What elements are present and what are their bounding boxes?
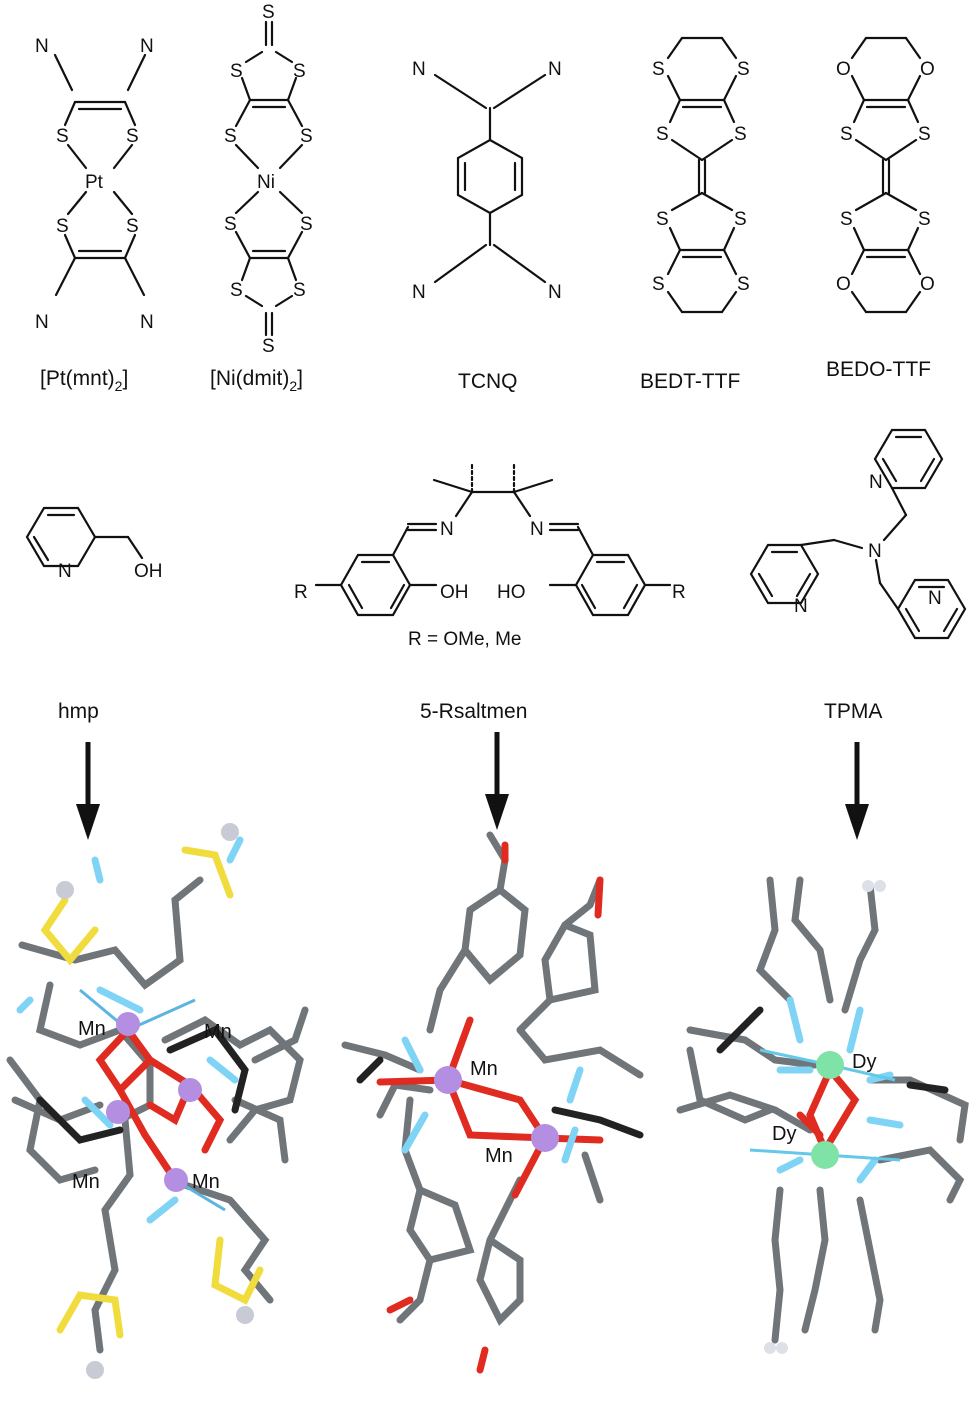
caption-pt-mnt: [Pt(mnt)2] <box>40 367 128 394</box>
atom-s: S <box>126 216 139 237</box>
atom-ho: HO <box>497 582 526 603</box>
atom-s: S <box>840 209 853 230</box>
atom-n: N <box>548 282 562 303</box>
atom-ni: Ni <box>257 172 275 193</box>
tpma-structure: N N N N TPMA <box>749 428 967 723</box>
pt-mnt-structure: N N S S Pt S S N N [Pt(mnt)2] <box>35 36 154 394</box>
atom-s: S <box>734 209 747 230</box>
atom-o: O <box>836 59 851 80</box>
atom-pt: Pt <box>85 172 104 193</box>
atom-s: S <box>262 2 275 23</box>
atom-n: N <box>412 59 426 80</box>
caption-ni-dmit: [Ni(dmit)2] <box>210 367 303 394</box>
atom-n: N <box>35 312 49 333</box>
atom-s: S <box>737 274 750 295</box>
atom-s: S <box>734 124 747 145</box>
atom-o: O <box>836 274 851 295</box>
mn-label: Mn <box>204 1021 232 1043</box>
atom-s: S <box>656 209 669 230</box>
atom-oh: OH <box>440 582 469 603</box>
atom-n: N <box>530 519 544 540</box>
atom-s: S <box>126 126 139 147</box>
atom-s: S <box>652 59 665 80</box>
atom-n: N <box>140 36 154 57</box>
bedo-ttf-structure: O O S S S S O O BEDO-TTF <box>826 36 935 381</box>
atom-s: S <box>224 126 237 147</box>
atom-n: N <box>794 596 808 617</box>
atom-o: O <box>920 59 935 80</box>
hmp-structure: N OH hmp <box>25 506 163 723</box>
saltmen-structure: N N OH HO R R R = OMe, Me 5-Rsaltmen <box>294 460 686 723</box>
caption-tpma: TPMA <box>824 700 882 723</box>
caption-bedo-ttf: BEDO-TTF <box>826 358 931 381</box>
atom-n: N <box>928 588 942 609</box>
atom-n: N <box>869 472 883 493</box>
atom-s: S <box>300 126 313 147</box>
mn2-dimer-model: Mn Mn <box>341 831 644 1374</box>
caption-tcnq: TCNQ <box>458 370 518 393</box>
atom-s: S <box>230 280 243 301</box>
arrow-tpma <box>845 742 869 840</box>
atom-n: N <box>548 59 562 80</box>
caption-hmp: hmp <box>58 700 99 723</box>
arrow-hmp <box>76 742 100 840</box>
atom-s: S <box>56 216 69 237</box>
atom-n: N <box>58 561 72 582</box>
caption-bedt-ttf: BEDT-TTF <box>640 370 740 393</box>
mn-label: Mn <box>192 1171 220 1193</box>
atom-s: S <box>918 209 931 230</box>
atom-n: N <box>35 36 49 57</box>
caption-saltmen: 5-Rsaltmen <box>420 700 527 723</box>
mn-label: Mn <box>78 1018 106 1040</box>
atom-s: S <box>224 214 237 235</box>
dy2-dimer-model: Dy Dy <box>676 876 969 1354</box>
arrow-saltmen <box>485 732 509 830</box>
atom-s: S <box>918 124 931 145</box>
atom-s: S <box>652 274 665 295</box>
dy-label: Dy <box>852 1051 876 1073</box>
atom-s: S <box>56 126 69 147</box>
atom-s: S <box>300 214 313 235</box>
atom-s: S <box>293 61 306 82</box>
dy-label: Dy <box>772 1123 796 1145</box>
atom-n: N <box>140 312 154 333</box>
bedt-ttf-structure: S S S S S S S S BEDT-TTF <box>640 36 750 393</box>
r-substituent-note: R = OMe, Me <box>408 629 522 650</box>
atom-r: R <box>672 582 686 603</box>
mn4-cluster-model: Mn Mn Mn Mn <box>6 823 309 1379</box>
atom-s: S <box>737 59 750 80</box>
tcnq-structure: N N N N TCNQ <box>412 59 562 393</box>
atom-s: S <box>230 61 243 82</box>
mn-label: Mn <box>72 1171 100 1193</box>
atom-s: S <box>293 280 306 301</box>
atom-s: S <box>840 124 853 145</box>
atom-o: O <box>920 274 935 295</box>
atom-n: N <box>440 519 454 540</box>
ni-dmit-structure: S S S S S Ni S S S S S [Ni(dmit)2] <box>210 2 313 394</box>
atom-n: N <box>412 282 426 303</box>
mn-label: Mn <box>470 1058 498 1080</box>
atom-s: S <box>656 124 669 145</box>
atom-r: R <box>294 582 308 603</box>
atom-s: S <box>262 336 275 357</box>
atom-n: N <box>868 541 882 562</box>
atom-oh: OH <box>134 561 163 582</box>
mn-label: Mn <box>485 1145 513 1167</box>
